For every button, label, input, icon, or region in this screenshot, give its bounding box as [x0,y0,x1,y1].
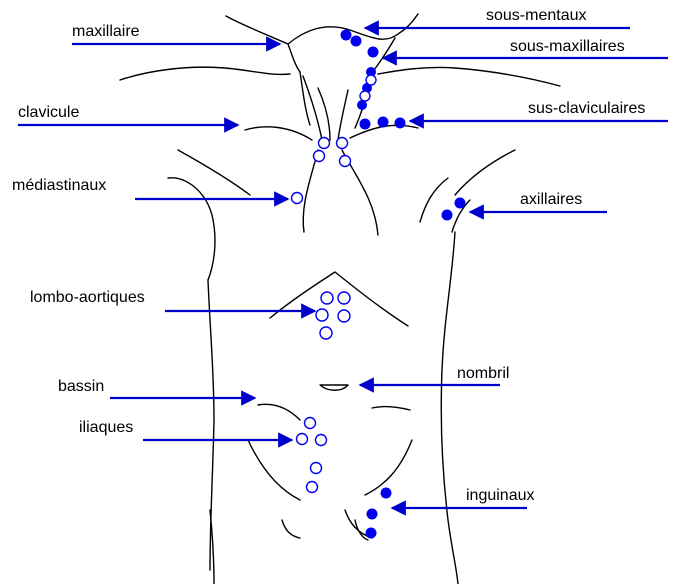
groin-left [248,440,300,500]
node-inguinaux [367,509,378,520]
right-shoulder [455,150,515,195]
sternum [303,150,318,232]
node-iliaques [311,463,322,474]
node-sous-mentaux [351,36,362,47]
node-iliaques [305,418,316,429]
node-sus-claviculaires [395,118,406,129]
node-cervical [360,91,370,101]
left-shoulder-face [120,67,290,80]
label-sus-claviculaires: sus-claviculaires [528,100,645,117]
node-sus-claviculaires [360,119,371,130]
node-inguinaux [381,488,392,499]
node-iliaques [297,434,308,445]
node-axillaires [442,210,453,221]
left-shoulder [178,150,250,195]
node-cervical [366,75,376,85]
right-shoulder-face [378,67,560,86]
node-lombo-aortiques [321,292,333,304]
label-clavicule: clavicule [18,104,79,121]
torso-right [441,232,458,584]
node-lombo-aortiques [338,310,350,322]
label-lombo-aortiques: lombo-aortiques [30,289,145,306]
node-lombo-aortiques [320,327,332,339]
node-mediastinaux [314,151,325,162]
chin-line [288,44,300,72]
node-sous-maxillaires [368,47,379,58]
label-mediastinaux: médiastinaux [12,177,106,194]
label-iliaques: iliaques [79,419,133,436]
label-sous-mentaux: sous-mentaux [486,7,587,24]
armpit-left [168,178,215,280]
node-lombo-aortiques [338,292,350,304]
node-iliaques [316,435,327,446]
navel [320,385,348,390]
inner-thigh-left [282,520,300,538]
node-inguinaux [366,528,377,539]
clavicle-left [245,127,312,140]
node-mediastinaux [292,193,303,204]
label-nombril: nombril [457,365,509,382]
labels: maxillaire clavicule médiastinaux lombo-… [12,7,645,504]
label-sous-maxillaires: sous-maxillaires [510,38,625,55]
node-mediastinaux [319,138,330,149]
node-axillaires [455,198,466,209]
node-lombo-aortiques [316,309,328,321]
label-maxillaire: maxillaire [72,23,140,40]
label-bassin: bassin [58,378,104,395]
label-axillaires: axillaires [520,191,582,208]
label-inguinaux: inguinaux [466,487,535,504]
groin-right [365,440,412,495]
pelvis-left [258,404,300,420]
sterno-right-2 [338,90,348,140]
node-mediastinaux [337,138,348,149]
node-mediastinaux [340,156,351,167]
node-iliaques [307,482,318,493]
node-sous-mentaux [341,30,352,41]
node-sus-claviculaires [378,117,389,128]
pelvis-right [372,407,410,410]
